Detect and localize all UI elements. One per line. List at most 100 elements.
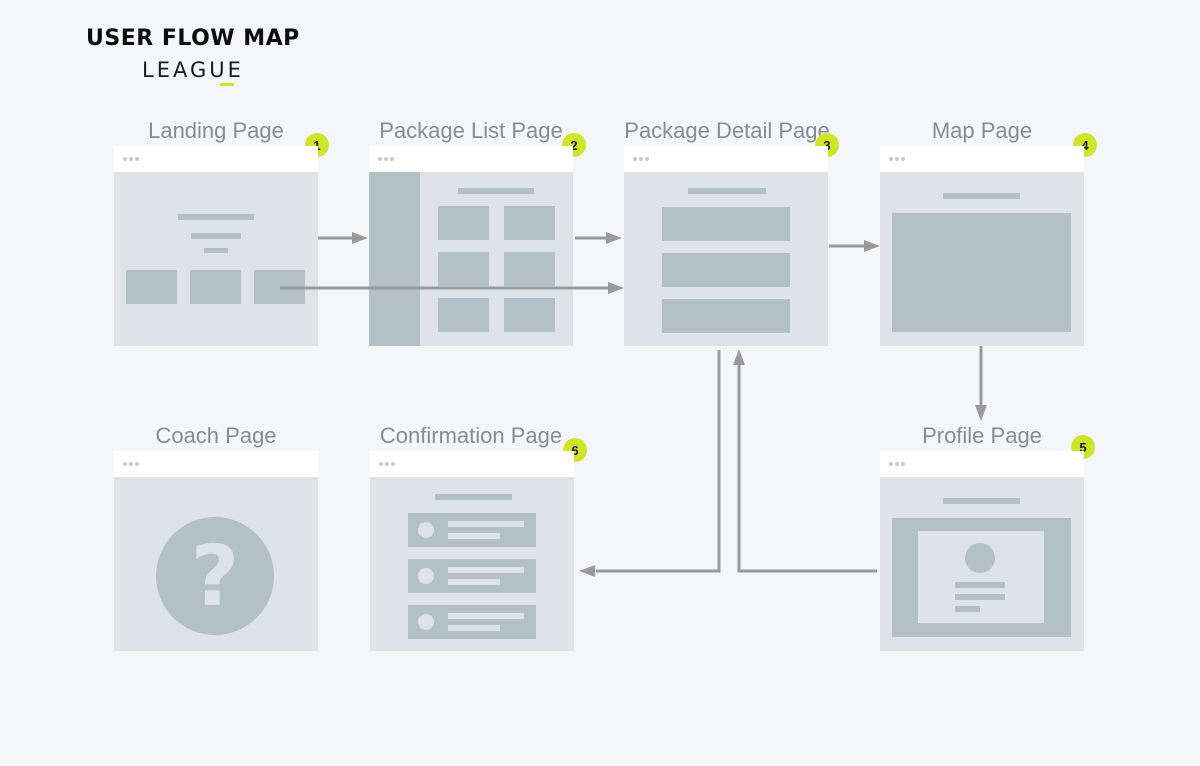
page-badge-package-list: 2 [562,133,586,157]
arrowhead [606,232,622,244]
window-bar [880,451,1084,477]
brand-logo: LEAGUE [142,58,244,82]
heading-bar [435,494,512,500]
window-bar [370,451,574,477]
arrowhead [579,565,595,577]
wireframe-confirmation[interactable] [370,451,574,651]
wireframe-landing[interactable] [114,146,318,346]
window-body: ? [114,477,318,651]
arrowhead [608,282,624,294]
map-area [892,213,1071,332]
package-tile [438,298,489,332]
profile-card [892,518,1071,637]
window-dot [645,157,649,161]
window-dot [135,462,139,466]
flow-map-title: USER FLOW MAP [86,26,300,51]
window-bar [114,146,318,172]
window-body [624,172,828,346]
window-bar [624,146,828,172]
list-item-avatar [418,522,434,538]
window-dot [633,157,637,161]
package-tile [438,252,489,286]
package-tile [438,206,489,240]
brand-logo-accent [220,83,234,86]
wireframe-package-detail[interactable] [624,146,828,346]
list-item-avatar [418,614,434,630]
flow-arrow-profile-to-package-detail [737,364,877,573]
feature-card [190,270,241,304]
package-tile [504,252,555,286]
window-dot [384,157,388,161]
list-item-line [448,521,524,527]
window-dot [378,157,382,161]
window-dot [901,157,905,161]
package-tile [504,206,555,240]
detail-section [662,299,790,333]
list-item-line [448,533,500,539]
window-dot [889,157,893,161]
arrowhead [864,240,880,252]
page-label-confirmation: Confirmation Page [379,423,563,448]
package-tile [504,298,555,332]
sidebar-panel [369,172,420,346]
arrowhead [975,405,987,421]
window-dot [129,462,133,466]
window-bar [114,451,318,477]
window-dot [123,462,127,466]
page-label-package-list: Package List Page [379,118,563,143]
list-item-line [448,579,500,585]
feature-card [254,270,305,304]
window-dot [123,157,127,161]
window-dot [385,462,389,466]
window-dot [901,462,905,466]
window-body [880,477,1084,651]
window-bar [369,146,573,172]
list-item-avatar [418,568,434,584]
wireframe-profile[interactable] [880,451,1084,651]
window-dot [135,157,139,161]
text-bar [204,248,228,253]
wireframe-package-list[interactable] [369,146,573,346]
wireframe-map[interactable] [880,146,1084,346]
list-item-line [448,567,524,573]
wireframe-coach[interactable]: ? [114,451,318,651]
page-label-profile: Profile Page [922,423,1042,448]
profile-line [955,582,1005,588]
page-label-coach: Coach Page [155,423,277,448]
list-item-card [408,605,536,639]
window-dot [390,157,394,161]
arrowhead [733,349,745,365]
list-item-line [448,625,500,631]
page-badge-map: 4 [1073,133,1097,157]
heading-bar [943,193,1020,199]
window-dot [379,462,383,466]
feature-card [126,270,177,304]
window-bar [880,146,1084,172]
window-dot [639,157,643,161]
window-dot [391,462,395,466]
page-label-map: Map Page [931,118,1033,143]
heading-bar [688,188,766,194]
list-item-line [448,613,524,619]
subheading-bar [191,233,241,239]
window-dot [895,462,899,466]
arrowhead [352,232,368,244]
avatar-icon [965,543,995,573]
window-body [880,172,1084,346]
profile-card-inner [918,531,1044,623]
list-item-card [408,559,536,593]
page-label-landing: Landing Page [148,118,284,143]
window-body [369,172,573,346]
profile-line [955,594,1005,600]
window-body [370,477,574,651]
detail-section [662,253,790,287]
heading-bar [943,498,1020,504]
detail-section [662,207,790,241]
window-dot [889,462,893,466]
question-mark-icon: ? [156,517,274,635]
window-body [114,172,318,346]
page-label-package-detail: Package Detail Page [624,118,830,143]
heading-bar [458,188,534,194]
window-dot [895,157,899,161]
